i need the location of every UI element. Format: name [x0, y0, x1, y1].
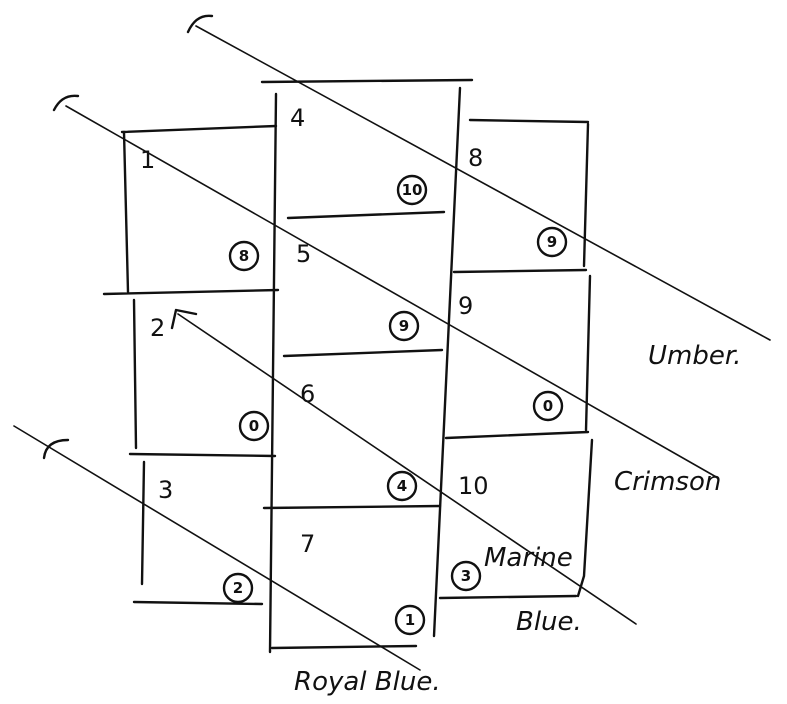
svg-text:10: 10 — [402, 181, 423, 199]
circled-count-cell-10: 3 — [450, 560, 482, 592]
middle-col-divider-2 — [282, 348, 444, 358]
cell-number-5: 5 — [296, 240, 311, 268]
cell-number-9: 9 — [458, 292, 473, 320]
line-labels: Umber. Crimson Marine Blue. Royal Blue. — [294, 341, 741, 697]
crimson-arrowhead — [52, 94, 80, 112]
right-col-top-line — [468, 118, 590, 124]
circled-count-cell-3: 2 — [222, 572, 254, 604]
label-blue: Blue. — [516, 607, 582, 637]
svg-text:3: 3 — [461, 567, 471, 585]
cell-number-3: 3 — [158, 476, 173, 504]
right-col-edge-middle — [584, 274, 592, 432]
middle-col-right-edge — [432, 86, 462, 638]
label-umber: Umber. — [648, 341, 741, 371]
right-col-divider-2 — [444, 430, 590, 440]
left-col-edge-lower — [140, 460, 146, 586]
right-col-divider-1 — [452, 268, 588, 274]
right-col-edge-lower — [576, 438, 594, 598]
marine-blue-line — [177, 313, 637, 625]
right-col-bottom-line — [438, 594, 578, 600]
left-col-divider-2 — [128, 452, 277, 458]
label-crimson: Crimson — [614, 467, 721, 497]
cell-number-6: 6 — [300, 380, 315, 408]
left-col-edge-upper — [122, 130, 130, 294]
middle-col-divider-1 — [286, 210, 446, 220]
circled-count-cell-8: 9 — [536, 226, 568, 258]
label-marine: Marine — [484, 543, 573, 573]
svg-text:9: 9 — [399, 317, 409, 335]
circled-count-cell-4: 10 — [396, 174, 428, 206]
middle-col-left-edge — [268, 92, 278, 654]
cell-number-4: 4 — [290, 104, 305, 132]
svg-text:1: 1 — [405, 611, 415, 629]
umber-line — [195, 25, 771, 341]
right-col-edge-upper — [582, 122, 590, 268]
circled-counts: 8 0 2 10 9 4 1 9 — [222, 174, 568, 636]
umber-arrowhead — [186, 14, 214, 34]
middle-col-bottom-line — [270, 644, 418, 650]
royal-blue-arrowhead — [42, 438, 70, 460]
middle-column — [260, 78, 474, 654]
svg-text:2: 2 — [233, 579, 243, 597]
svg-text:8: 8 — [239, 247, 249, 265]
middle-col-top-line — [260, 78, 474, 84]
circled-count-cell-5: 9 — [388, 310, 420, 342]
svg-text:0: 0 — [249, 417, 259, 435]
cell-number-10: 10 — [458, 472, 489, 500]
cell-number-2: 2 — [150, 314, 165, 342]
cell-number-1: 1 — [140, 146, 155, 174]
right-column — [438, 118, 594, 600]
left-col-divider-1 — [102, 288, 280, 296]
cell-numbers: 1 2 3 4 5 6 7 8 9 10 — [140, 104, 489, 558]
left-column — [102, 124, 280, 606]
circled-count-cell-1: 8 — [228, 240, 260, 272]
diagonal-lines — [13, 14, 771, 671]
left-col-top-line — [120, 124, 278, 134]
marine-blue-arrowhead — [170, 308, 198, 330]
svg-text:4: 4 — [397, 477, 407, 495]
royal-blue-line — [13, 425, 421, 671]
circled-count-cell-7: 1 — [394, 604, 426, 636]
label-royal-blue: Royal Blue. — [294, 667, 441, 697]
cell-number-7: 7 — [300, 530, 315, 558]
cell-number-8: 8 — [468, 144, 483, 172]
left-col-edge-middle — [132, 298, 138, 450]
svg-text:0: 0 — [543, 397, 553, 415]
crimson-line — [65, 105, 719, 479]
left-col-bottom-line — [132, 600, 264, 606]
middle-col-divider-3 — [262, 504, 442, 510]
circled-count-cell-9: 0 — [532, 390, 564, 422]
svg-text:9: 9 — [547, 233, 557, 251]
circled-count-cell-2: 0 — [238, 410, 270, 442]
circled-count-cell-6: 4 — [386, 470, 418, 502]
